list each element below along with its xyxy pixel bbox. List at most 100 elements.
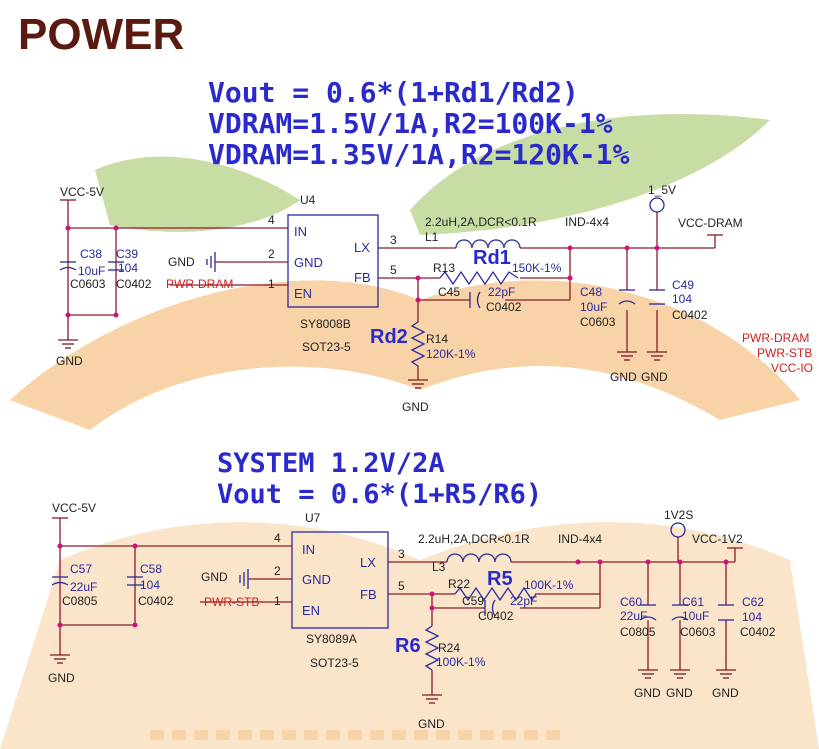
u4-pin-lx: LX [354,240,370,255]
dram-gnd-2: GND [610,370,637,384]
page-title: POWER [18,10,185,59]
u4-pinnum-fb: 5 [390,263,397,277]
r13-alias: Rd1 [473,247,511,269]
system-out-net: VCC-1V2 [692,532,743,546]
system-gnd-4: GND [712,686,739,700]
system-vin-net: VCC-5V [52,501,96,515]
system-junctions [57,543,729,628]
system-en-net: PWR-STB [204,595,259,609]
system-ground-symbols [50,654,736,704]
c58-package: C0402 [138,594,174,608]
u4-pinnum-lx: 3 [390,233,397,247]
system-rail: 1V2S [664,508,693,522]
c60-value: 22uF [620,609,647,623]
r14-resistor [410,321,426,367]
c59-package: C0402 [478,609,514,623]
system-regulator-section [52,517,743,695]
u4-package: SOT23-5 [302,340,351,354]
r24-resistor [424,625,440,671]
u7-pin-fb: FB [360,587,377,602]
watermark-leaf-left [95,156,300,232]
l1-ref: L1 [425,230,439,244]
r22-alias: R5 [487,568,513,590]
r14-value: 120K-1% [426,347,476,361]
c48-package: C0603 [580,315,616,329]
c48-value: 10uF [580,300,607,314]
u7-pin-en: EN [302,603,320,618]
side-net-1: PWR-STB [757,346,812,360]
r24-ref: R24 [438,641,460,655]
system-gnd-1: GND [418,717,445,731]
c45-value: 22pF [488,285,515,299]
u7-part: SY8089A [306,632,357,646]
c57-value: 22uF [70,580,97,594]
u7-pinnum-in: 4 [274,531,281,545]
dram-en-net: PWR-DRAM [166,277,233,291]
watermark-logo [0,114,819,749]
system-gnd-label: GND [201,570,228,584]
r22-ref: R22 [448,577,470,591]
u4-pinnum-en: 1 [268,277,275,291]
u7-pin-in: IN [302,542,315,557]
l3-inductor [446,553,512,563]
r13-value: 150K-1% [512,261,562,275]
c60-ref: C60 [620,595,642,609]
dram-rail: 1_5V [648,183,676,197]
system-note-title: SYSTEM 1.2V/2A [217,448,445,479]
l3-package: IND-4x4 [558,532,602,546]
c61-value: 10uF [682,609,709,623]
c39-ref: C39 [116,247,138,261]
c57-ref: C57 [70,562,92,576]
u7-ref: U7 [305,511,321,525]
u4-ic-body [287,214,379,308]
c58-ref: C58 [140,562,162,576]
dram-junctions [65,225,660,318]
system-note-formula: Vout = 0.6*(1+R5/R6) [217,479,542,510]
u7-pinnum-lx: 3 [398,547,405,561]
u4-part: SY8008B [300,317,351,331]
c49-ref: C49 [672,278,694,292]
c48-ref: C48 [580,285,602,299]
u7-pin-lx: LX [360,555,376,570]
r22-value: 100K-1% [524,578,574,592]
u4-ref: U4 [300,193,316,207]
system-gnd-0: GND [48,671,75,685]
r13-resistor [439,270,519,286]
u7-package: SOT23-5 [310,656,359,670]
u4-pin-fb: FB [354,270,371,285]
l3-ref: L3 [432,560,446,574]
dram-note-1v5: VDRAM=1.5V/1A,R2=100K-1% [208,107,613,140]
u4-pinnum-gnd: 2 [268,247,275,261]
l1-spec: 2.2uH,2A,DCR<0.1R [425,215,537,229]
dram-gnd-3: GND [641,370,668,384]
u4-pin-in: IN [294,224,307,239]
watermark-shape-top [10,280,800,430]
c45-package: C0402 [486,300,522,314]
dram-gnd-1: GND [402,400,429,414]
c57-package: C0805 [62,594,98,608]
r24-alias: R6 [395,635,421,657]
dram-gnd-label: GND [168,255,195,269]
r14-ref: R14 [426,332,448,346]
c62-ref: C62 [742,595,764,609]
system-gnd-3: GND [666,686,693,700]
system-gnd-2: GND [634,686,661,700]
dram-note-formula: Vout = 0.6*(1+Rd1/Rd2) [208,76,579,109]
c39-package: C0402 [116,277,152,291]
u4-pin-en: EN [294,286,312,301]
c61-package: C0603 [680,625,716,639]
u4-pin-gnd: GND [294,255,323,270]
u7-pinnum-en: 1 [274,594,281,608]
r22-resistor [454,586,537,602]
u7-pinnum-gnd: 2 [274,564,281,578]
watermark-shape-bottom [0,522,819,749]
side-net-2: VCC-IO [771,361,813,375]
c38-package: C0603 [70,277,106,291]
c38-ref: C38 [80,247,102,261]
u7-pinnum-fb: 5 [398,579,405,593]
dram-vin-net: VCC-5V [60,185,104,199]
r24-value: 100K-1% [436,655,486,669]
dram-out-net: VCC-DRAM [678,216,743,230]
system-components [51,522,734,671]
